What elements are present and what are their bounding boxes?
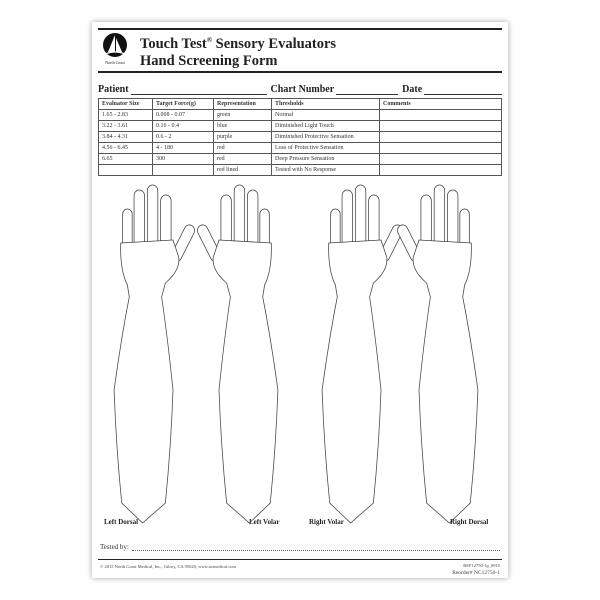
svg-text:North Coast: North Coast <box>105 60 125 65</box>
top-rule <box>98 28 502 30</box>
patient-input[interactable] <box>130 84 267 95</box>
label-right-dorsal: Right Dorsal <box>450 518 489 526</box>
ref-code: REF12750-1p_0915 <box>463 563 500 568</box>
reorder-code: Reorder# NC12750-1 <box>452 570 500 576</box>
chart-number-input[interactable] <box>336 84 399 95</box>
arm-right-volar[interactable] <box>321 184 405 524</box>
tested-by-input[interactable] <box>132 550 500 551</box>
label-right-volar: Right Volar <box>309 518 344 526</box>
date-input[interactable] <box>424 84 502 95</box>
form-title: Touch Test® Sensory Evaluators Hand Scre… <box>140 35 337 69</box>
date-label: Date <box>402 84 423 95</box>
arm-diagrams <box>113 184 479 524</box>
label-left-dorsal: Left Dorsal <box>104 518 139 526</box>
patient-label: Patient <box>98 84 129 95</box>
arm-left-volar[interactable] <box>195 184 279 524</box>
footer-rule <box>98 559 502 560</box>
arm-right-dorsal[interactable] <box>395 184 479 524</box>
copyright: © 2015 North Coast Medical, Inc., Gilroy… <box>100 564 237 569</box>
hand-screening-form: North Coast Touch Test® Sensory Evaluato… <box>92 22 508 578</box>
tested-by-label: Tested by: <box>100 543 129 551</box>
header-rule <box>98 71 502 73</box>
arm-left-dorsal[interactable] <box>113 184 197 524</box>
label-left-volar: Left Volar <box>249 518 280 526</box>
chart-number-label: Chart Number <box>270 84 335 95</box>
table-cell: Tested with No Response <box>271 164 380 176</box>
patient-fields: Patient Chart Number Date <box>98 84 502 95</box>
north-coast-logo: North Coast <box>103 33 127 65</box>
table-cell: red lined <box>213 164 272 176</box>
comment-cell[interactable] <box>379 164 502 176</box>
